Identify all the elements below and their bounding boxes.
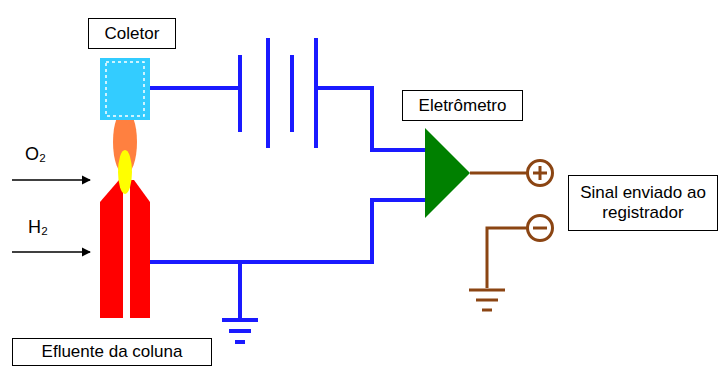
- label-box: Eletrômetro: [402, 90, 523, 121]
- label-box: Efluente da coluna: [12, 338, 212, 366]
- h2-inlet-arrow: [12, 251, 90, 252]
- box-label: Efluente da coluna: [42, 342, 183, 362]
- battery-symbol: [240, 38, 316, 148]
- wire: [238, 262, 242, 320]
- box-label: Eletrômetro: [419, 96, 507, 116]
- gas-label: O₂: [25, 145, 46, 163]
- output-terminal: [528, 161, 553, 186]
- collector-grid: [106, 62, 144, 116]
- box-label: Sinal enviado ao registrador: [575, 183, 711, 222]
- electrometer-amplifier: [425, 128, 470, 218]
- burner-jet: [100, 180, 123, 318]
- gas-label: H₂: [28, 218, 48, 236]
- flame-core: [118, 150, 132, 194]
- label-box: Sinal enviado ao registrador: [568, 175, 718, 231]
- wire: [150, 86, 240, 90]
- wires: [150, 88, 428, 320]
- output-wires: [469, 173, 527, 310]
- box-label: Coletor: [105, 24, 160, 44]
- burner-jet: [130, 180, 150, 318]
- label-box: Coletor: [88, 18, 176, 49]
- collector-electrode: [100, 58, 150, 120]
- wire: [150, 200, 428, 262]
- ground-symbol: [222, 320, 258, 342]
- output-terminal: [528, 216, 553, 241]
- o2-inlet-arrow: [12, 179, 90, 180]
